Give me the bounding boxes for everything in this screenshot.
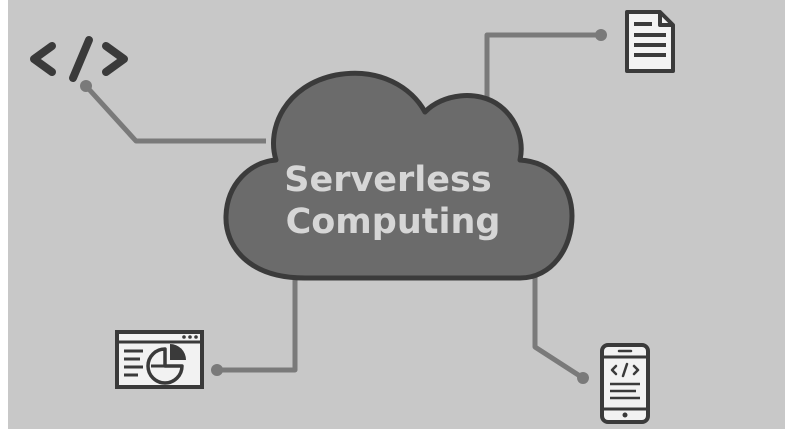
cloud-shape xyxy=(223,70,575,281)
connector-code xyxy=(80,80,266,144)
connector-dot xyxy=(211,364,223,376)
cloud-label-line1: Serverless xyxy=(284,160,491,200)
connector-dot xyxy=(595,29,607,41)
document-icon xyxy=(625,10,675,73)
connector-dot xyxy=(80,80,92,92)
connector-mobile xyxy=(532,276,589,384)
connector-document xyxy=(484,29,607,103)
cloud-label-line2: Computing xyxy=(286,202,501,242)
code-brackets-icon xyxy=(30,36,128,82)
connector-analytics xyxy=(211,278,298,376)
connector-dot xyxy=(577,372,589,384)
analytics-window-icon xyxy=(115,330,204,389)
mobile-phone-icon xyxy=(600,343,650,424)
